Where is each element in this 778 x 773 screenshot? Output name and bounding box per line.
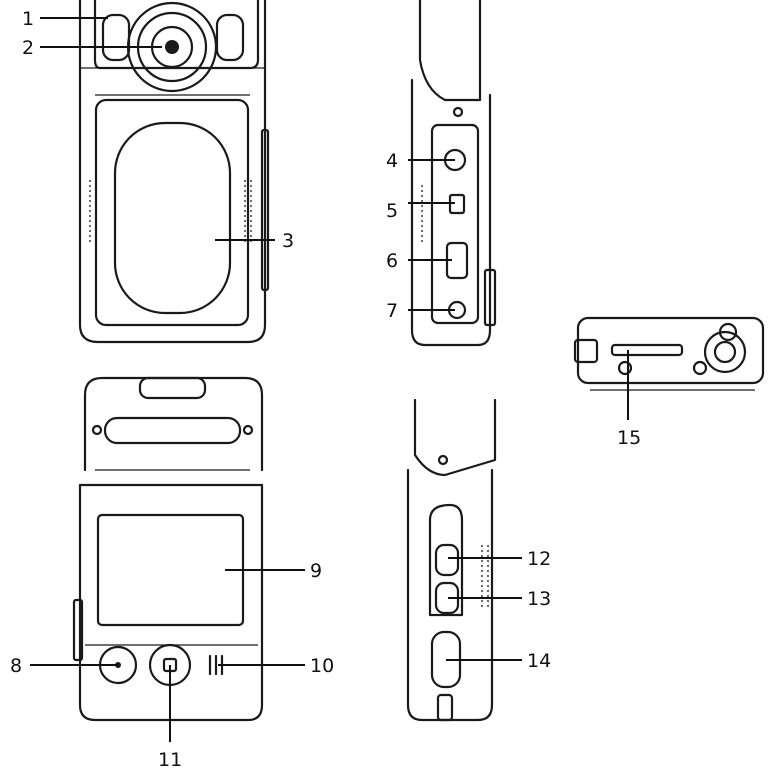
- callout-1: 1: [22, 8, 34, 30]
- side-view-buttons: [406, 398, 497, 722]
- ir-led-right: [215, 13, 245, 62]
- callout-numbers: 1 2 3 4 5 6 7 8 9 10 11 12 13 14 15: [10, 8, 641, 771]
- callout-5: 5: [386, 200, 398, 222]
- callout-10: 10: [310, 655, 334, 677]
- callout-7: 7: [386, 300, 398, 322]
- bottom-view: [573, 316, 765, 391]
- callout-6: 6: [386, 250, 398, 272]
- speaker-grille-right: [244, 180, 252, 245]
- callout-9: 9: [310, 560, 322, 582]
- callout-3: 3: [282, 230, 294, 252]
- side-view-ports: [410, 0, 497, 347]
- tripod-mount: [703, 330, 747, 374]
- front-view: [78, 0, 270, 344]
- callout-12: 12: [527, 548, 551, 570]
- leader-lines: [30, 17, 629, 742]
- speaker-grille-left: [89, 180, 97, 245]
- sd-card-slot: [610, 343, 684, 357]
- callout-11: 11: [158, 749, 182, 771]
- back-view: [72, 376, 264, 722]
- callout-14: 14: [527, 650, 551, 672]
- callout-8: 8: [10, 655, 22, 677]
- callout-13: 13: [527, 588, 551, 610]
- callout-15: 15: [617, 427, 641, 449]
- ir-led-left: [101, 13, 131, 62]
- zoom-in-button: [434, 543, 460, 577]
- callout-4: 4: [386, 150, 398, 172]
- callout-2: 2: [22, 37, 34, 59]
- lcd-screen: [96, 513, 245, 627]
